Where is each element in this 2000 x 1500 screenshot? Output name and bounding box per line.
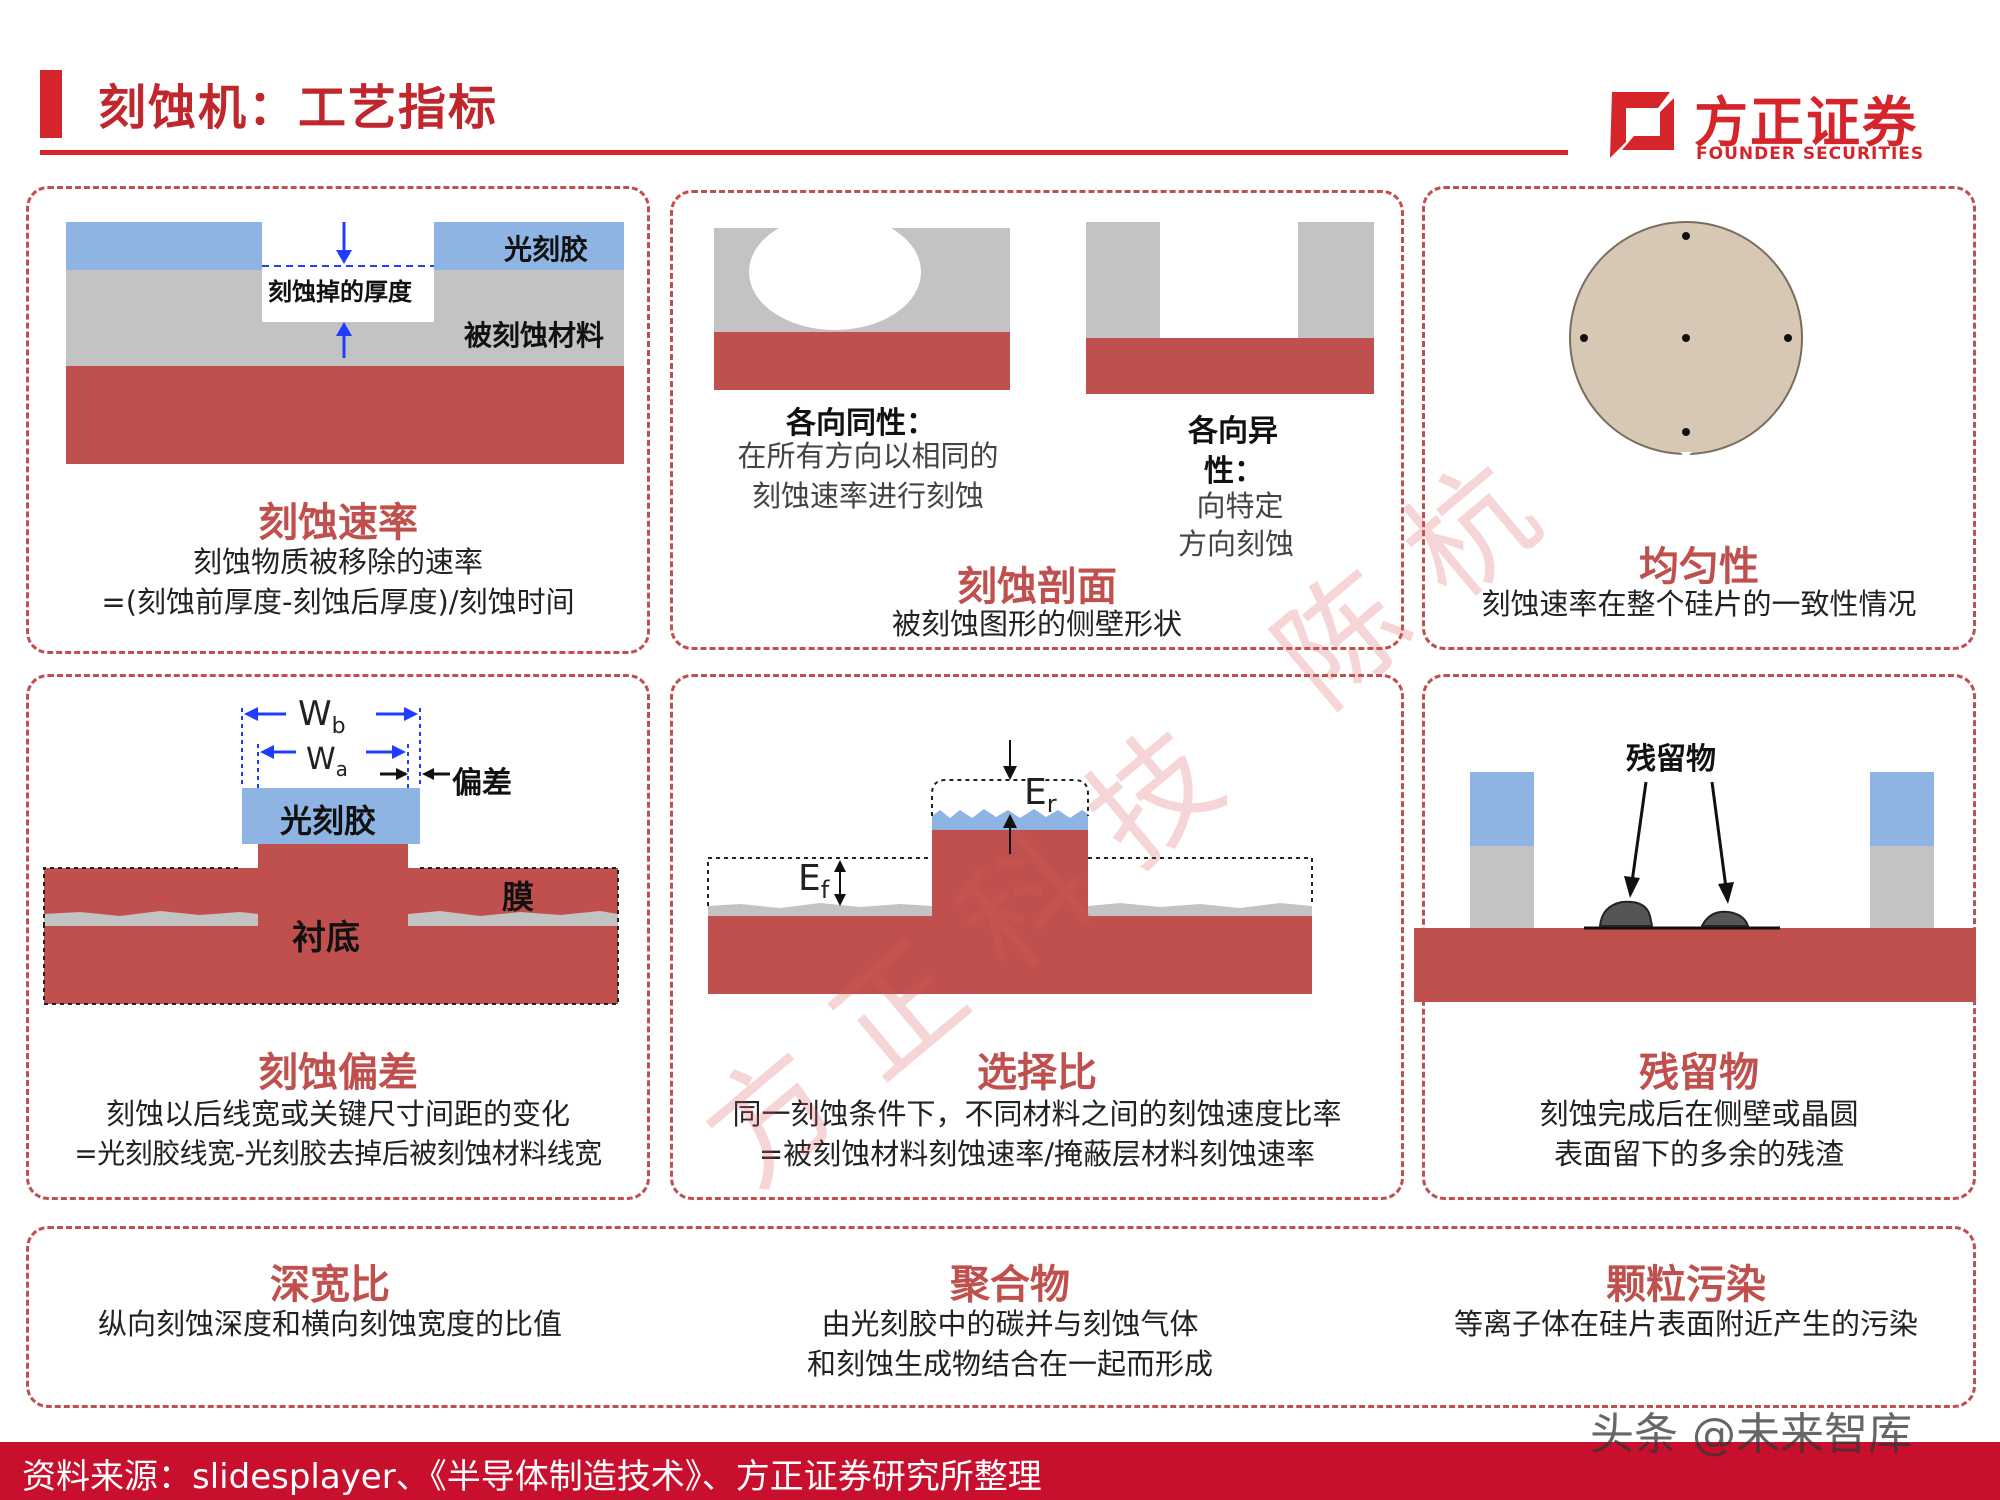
etch-profile-subtitle: 被刻蚀图形的侧壁形状 [891,607,1182,641]
label-er: Er [1024,772,1057,819]
label-bias: 偏差 [452,766,512,801]
photoresist-right [434,222,624,270]
label-photoresist: 光刻胶 [504,233,589,266]
etch-rate-diagram [66,222,624,464]
label-etched-material: 被刻蚀材料 [464,319,605,352]
title-underline [40,150,1568,155]
page-title: 刻蚀机：工艺指标 [98,80,499,136]
anisotropic-heading-1: 各向异 [1188,414,1278,449]
arrow-down-icon [336,250,352,264]
etch-bias-line-1: 刻蚀以后线宽或关键尺寸间距的变化 [105,1097,570,1131]
label-residue: 残留物 [1626,742,1716,777]
isotropic-line-1: 在所有方向以相同的 [737,439,999,473]
panel-title-residue: 残留物 [1639,1050,1759,1096]
residue-diagram [1414,772,1976,1002]
residue-particle-2 [1700,910,1750,927]
arrow-down-icon [1718,882,1734,904]
etched-gap [262,222,434,322]
arrow-up-icon [1003,814,1017,828]
label-substrate: 衬底 [292,918,360,958]
title-polymer: 聚合物 [950,1262,1070,1308]
panel-etch-rate [26,186,650,654]
panel-title-etch-bias: 刻蚀偏差 [258,1050,418,1096]
label-wb: Wb [298,694,346,739]
arrow-right-icon [404,707,418,721]
label-film: 膜 [502,878,535,916]
title-aspect-ratio: 深宽比 [270,1262,390,1308]
footer-source: 资料来源：slidesplayer、《半导体制造技术》、方正证券研究所整理 [22,1457,1042,1497]
substrate-layer [1414,928,1976,1002]
arrow-down-icon [1624,876,1640,898]
substrate-layer [708,916,1312,994]
polymer-line-1: 由光刻胶中的碳并与刻蚀气体 [821,1307,1199,1341]
panel-bottom-metrics [26,1226,1976,1408]
etch-rate-line-1: 刻蚀物质被移除的速率 [192,545,483,579]
film-left [44,911,258,926]
footer-bar [0,1442,2000,1500]
etch-bias-line-2: =光刻胶线宽-光刻胶去掉后被刻蚀材料线宽 [74,1137,602,1170]
label-wa: Wa [306,742,348,781]
anisotropic-diagram [1086,222,1374,394]
panel-title-uniformity: 均匀性 [1639,544,1759,590]
substrate-layer [66,366,624,464]
arrow-down-icon [1003,766,1017,780]
title-particle-contamination: 颗粒污染 [1606,1262,1766,1308]
label-removed-thickness: 刻蚀掉的厚度 [268,278,412,306]
logo-text-cn: 方正证券 [1694,91,1918,154]
panel-etch-profile [670,190,1404,650]
bias-arrow-icon [422,768,434,780]
wafer-diagram [1569,221,1803,458]
panel-title-selectivity: 选择比 [977,1050,1097,1096]
isotropic-diagram [714,224,1010,390]
logo-text-en: FOUNDER SECURITIES [1696,144,1925,164]
panel-uniformity [1422,186,1976,650]
residue-line-2: 表面留下的多余的残渣 [1553,1137,1844,1171]
isotropic-heading: 各向同性： [786,406,936,441]
panel-etch-bias [26,674,650,1200]
arrow-left-icon [244,707,258,721]
polymer-line-2: 和刻蚀生成物结合在一起而形成 [806,1347,1213,1381]
etch-bias-diagram [43,707,619,1005]
arrow-up-icon [336,322,352,336]
photoresist-left [66,222,262,270]
etch-rate-line-2: =(刻蚀前厚度-刻蚀后厚度)/刻蚀时间 [101,585,575,619]
panel-selectivity [670,674,1404,1200]
selectivity-line-1: 同一刻蚀条件下，不同材料之间的刻蚀速度比率 [732,1097,1342,1131]
isotropic-line-2: 刻蚀速率进行刻蚀 [751,479,984,513]
label-photoresist-bias: 光刻胶 [280,802,377,840]
anisotropic-heading-2: 性： [1204,454,1264,489]
aspect-ratio-line-1: 纵向刻蚀深度和横向刻蚀宽度的比值 [97,1307,562,1341]
title-accent-bar [40,70,62,138]
selectivity-line-2: =被刻蚀材料刻蚀速率/掩蔽层材料刻蚀速率 [758,1137,1316,1171]
photoresist-block [242,788,420,844]
toutiao-watermark: 头条 @未来智库 [1590,1409,1912,1460]
panel-title-etch-rate: 刻蚀速率 [258,500,418,546]
residue-particle-1 [1598,900,1654,927]
particle-line-1: 等离子体在硅片表面附近产生的污染 [1453,1307,1918,1341]
panel-title-etch-profile: 刻蚀剖面 [957,564,1117,610]
label-ef: Ef [798,858,830,905]
founder-logo-icon [1610,92,1674,158]
anisotropic-line-2: 方向刻蚀 [1177,527,1294,561]
film-right [408,911,618,926]
anisotropic-line-1: 向特定 [1196,489,1284,523]
residue-line-1: 刻蚀完成后在侧壁或晶圆 [1539,1097,1859,1131]
selectivity-diagram [707,740,1313,994]
uniformity-subtitle: 刻蚀速率在整个硅片的一致性情况 [1481,587,1917,621]
